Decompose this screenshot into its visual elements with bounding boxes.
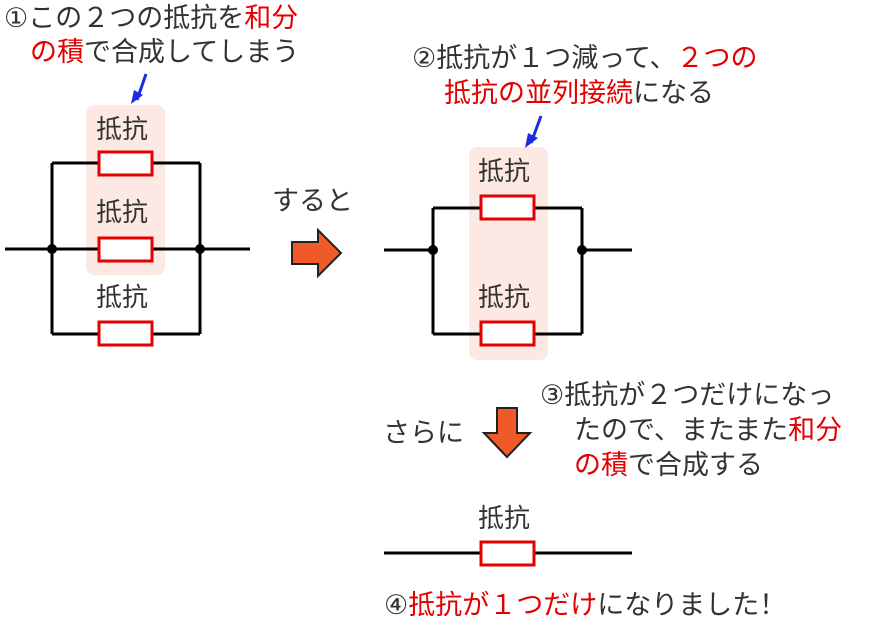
junction-dot: [47, 244, 57, 254]
step1-highlight: の積: [30, 37, 84, 68]
step4-suffix: になりました！: [597, 590, 787, 621]
transition-then: すると: [272, 186, 353, 217]
step3-annotation: ③抵抗が２つだけになっ: [540, 380, 835, 411]
step4-highlight: 抵抗が１つだけ: [408, 590, 598, 621]
step2-annotation-line2: 抵抗の並列接続になる: [444, 78, 714, 110]
step3-annotation-line3: の積で合成する: [574, 450, 763, 482]
resistor-label: 抵抗: [478, 283, 531, 313]
step3-suffix: で合成する: [628, 450, 763, 481]
junction-dot: [577, 245, 587, 255]
resistor-label: 抵抗: [96, 115, 149, 145]
resistor: [479, 540, 536, 567]
resistor: [479, 194, 536, 221]
pointer-arrow-icon: [131, 90, 143, 104]
resistor-label: 抵抗: [96, 283, 149, 313]
block-arrow-right-icon: [291, 227, 343, 279]
step2-prefix: ②抵抗が１つ減って、: [412, 43, 677, 74]
step1-prefix: ①この２つの抵抗を: [4, 3, 245, 34]
resistor: [479, 320, 536, 347]
step2-annotation: ②抵抗が１つ減って、２つの: [412, 43, 758, 75]
pointer-arrow-icon: [525, 133, 538, 148]
step3-highlight: の積: [574, 450, 628, 481]
step1-annotation-line2: の積で合成してしまう: [30, 37, 299, 69]
resistor-label: 抵抗: [478, 504, 531, 534]
step2-suffix: になる: [633, 78, 714, 109]
highlight-band-1: [86, 105, 165, 275]
step4-prefix: ④: [384, 590, 409, 621]
block-arrow-down-icon: [481, 407, 533, 459]
step1-highlight: 和分: [244, 3, 299, 34]
step3-highlight: 和分: [788, 415, 843, 446]
resistor: [97, 320, 154, 347]
step2-highlight: ２つの: [676, 43, 758, 74]
resistor: [97, 236, 154, 263]
transition-further: さらに: [383, 418, 464, 449]
resistor-label: 抵抗: [478, 157, 531, 187]
step3-prefix: たので、またまた: [574, 415, 789, 446]
junction-dot: [428, 245, 438, 255]
step1-suffix: で合成してしまう: [84, 37, 300, 68]
step1-annotation: ①この２つの抵抗を和分: [4, 3, 298, 35]
junction-dot: [195, 244, 205, 254]
step2-highlight: 抵抗の並列接続: [444, 78, 633, 109]
resistor: [97, 150, 154, 177]
resistor-label: 抵抗: [96, 198, 149, 228]
step4-annotation: ④抵抗が１つだけになりました！: [384, 590, 786, 622]
step3-annotation-line2: たので、またまた和分: [574, 415, 842, 447]
